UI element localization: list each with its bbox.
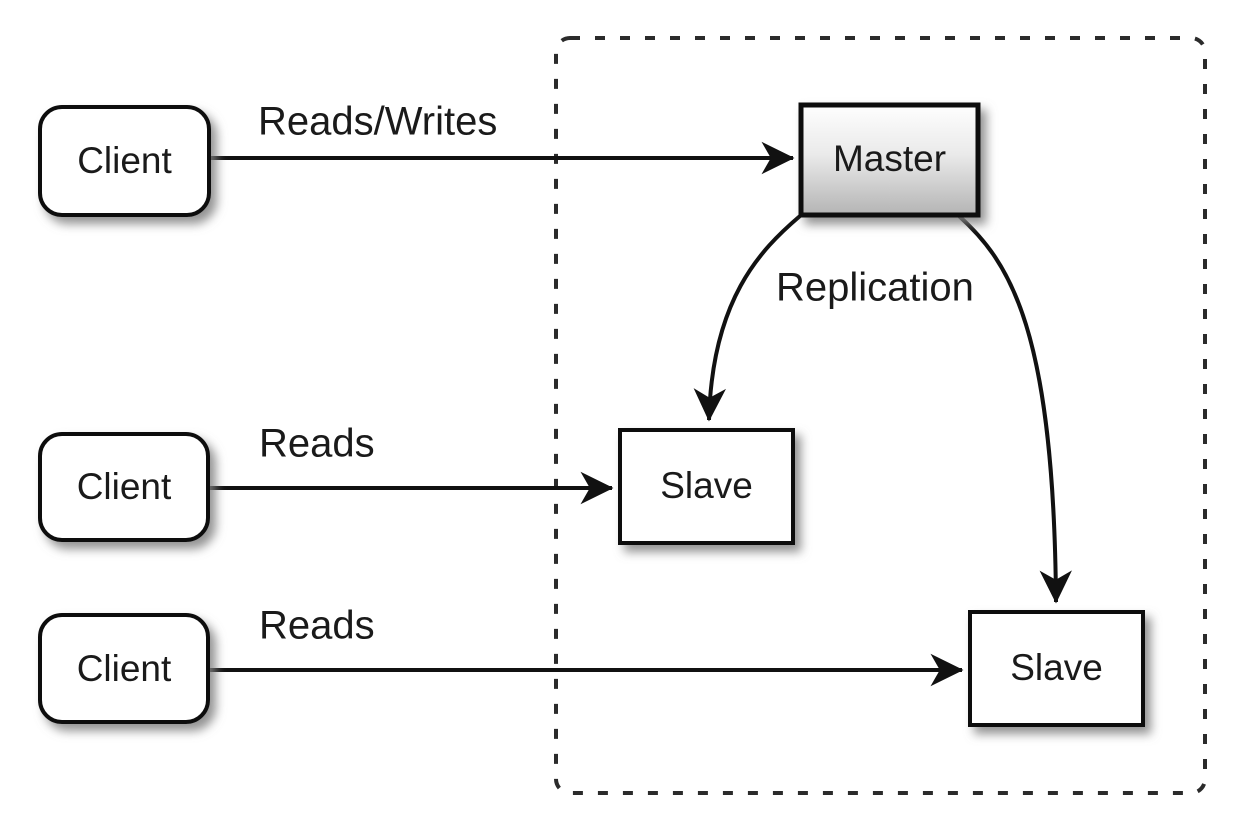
client-3-label: Client xyxy=(77,648,172,689)
client-1-label: Client xyxy=(77,140,172,181)
node-client-3[interactable]: Client xyxy=(38,613,210,724)
edge-master-slave2 xyxy=(957,214,1072,604)
slave-2-label: Slave xyxy=(1010,647,1103,688)
client-2-label: Client xyxy=(77,466,172,507)
slave-2-box[interactable] xyxy=(968,610,1145,727)
client-3-box[interactable] xyxy=(38,613,210,724)
edge-label-reads-slave1: Reads xyxy=(259,422,375,466)
node-client-2[interactable]: Client xyxy=(38,432,210,542)
slave-1-label: Slave xyxy=(660,465,753,506)
replication-curve-right xyxy=(957,214,1072,604)
edge-label-reads-slave2: Reads xyxy=(259,604,375,648)
client-1-box[interactable] xyxy=(38,105,211,217)
edge-label-reads-writes: Reads/Writes xyxy=(258,100,497,144)
node-slave-1[interactable]: Slave xyxy=(618,428,795,545)
slave-1-box[interactable] xyxy=(618,428,795,545)
edge-master-slave1 xyxy=(693,214,802,422)
master-label: Master xyxy=(833,138,946,179)
node-slave-2[interactable]: Slave xyxy=(968,610,1145,727)
node-client-1[interactable]: Client xyxy=(38,105,211,217)
node-master[interactable]: Master xyxy=(798,102,981,218)
client-2-box[interactable] xyxy=(38,432,210,542)
replication-curve-left xyxy=(693,214,802,422)
cluster-boundary xyxy=(554,36,1207,795)
edge-label-replication: Replication xyxy=(776,266,974,310)
master-box[interactable] xyxy=(798,102,981,218)
